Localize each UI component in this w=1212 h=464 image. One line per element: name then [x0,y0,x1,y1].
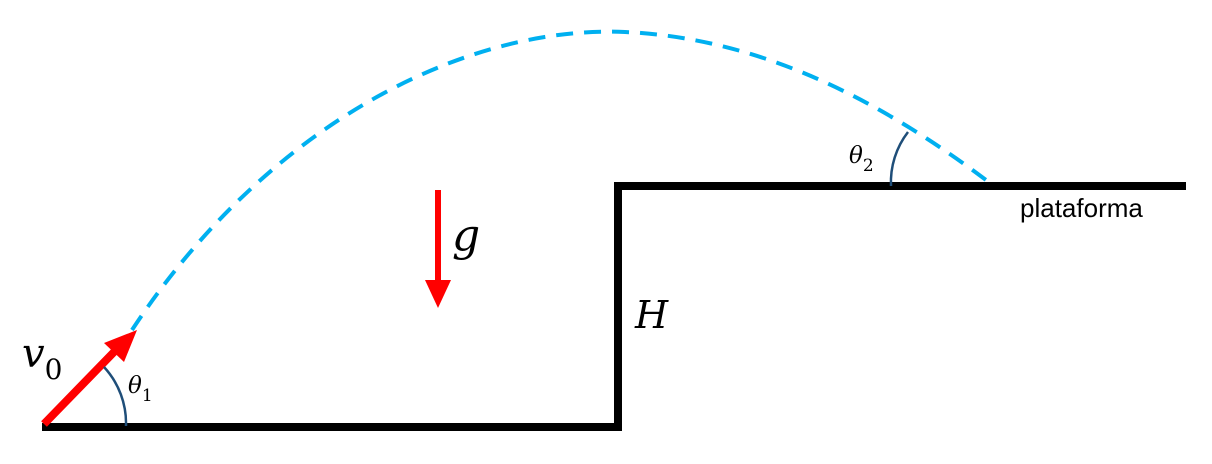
trajectory-curve [130,29,992,332]
platform-label: plataforma [1020,193,1143,223]
gravity-label: g [452,210,480,261]
launch-angle-label: θ1 [128,373,153,406]
launch-angle-arc [103,366,128,427]
gravity-arrow [425,190,451,308]
velocity-arrow [41,330,137,427]
landing-angle-label: θ2 [849,143,874,176]
height-label: H [634,293,669,337]
landing-angle-arc [889,131,909,187]
ground-profile [42,182,1186,431]
velocity-label: v0 [22,331,62,386]
